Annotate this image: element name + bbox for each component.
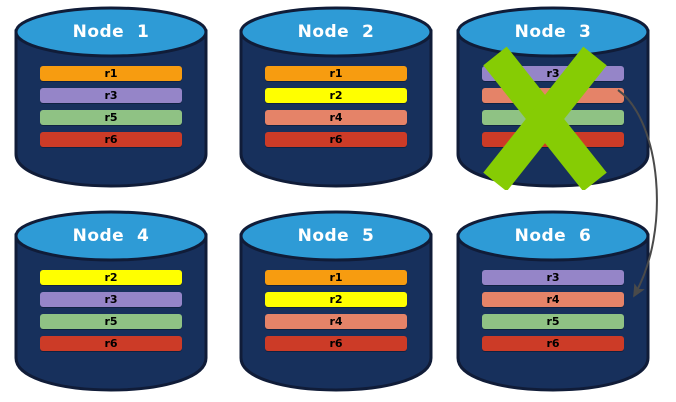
replica-bar-r1[interactable]: r1 — [265, 270, 407, 285]
replica-label: r6 — [104, 337, 118, 350]
replica-bar-r2[interactable]: r2 — [40, 270, 182, 285]
cylinder-top-ellipse — [14, 210, 208, 262]
replica-label: r6 — [546, 337, 560, 350]
replica-bar-r5[interactable]: r5 — [40, 314, 182, 329]
replica-bar-r4[interactable]: r4 — [482, 292, 624, 307]
replica-bar-r6[interactable]: r6 — [482, 336, 624, 351]
replica-label: r6 — [104, 133, 118, 146]
replica-list: r3 r4 r5 r6 — [482, 66, 624, 154]
replica-label: r5 — [104, 111, 118, 124]
replica-label: r5 — [546, 315, 560, 328]
replica-bar-r6[interactable]: r6 — [40, 132, 182, 147]
replica-label: r1 — [329, 67, 343, 80]
replica-bar-r3[interactable]: r3 — [40, 292, 182, 307]
replica-label: r5 — [546, 111, 560, 124]
replica-label: r4 — [546, 89, 560, 102]
replica-label: r3 — [546, 271, 560, 284]
replica-list: r1 r2 r4 r6 — [265, 270, 407, 358]
replica-bar-r1[interactable]: r1 — [40, 66, 182, 81]
replica-label: r6 — [329, 337, 343, 350]
replica-bar-r5[interactable]: r5 — [482, 110, 624, 125]
replica-label: r1 — [329, 271, 343, 284]
replica-label: r6 — [546, 133, 560, 146]
replica-label: r4 — [329, 315, 343, 328]
replica-bar-r6[interactable]: r6 — [40, 336, 182, 351]
cylinder-top-ellipse — [456, 210, 650, 262]
replica-bar-r3[interactable]: r3 — [40, 88, 182, 103]
replica-list: r3 r4 r5 r6 — [482, 270, 624, 358]
replica-label: r3 — [104, 293, 118, 306]
replica-bar-r3[interactable]: r3 — [482, 66, 624, 81]
replica-bar-r6[interactable]: r6 — [482, 132, 624, 147]
replica-label: r6 — [329, 133, 343, 146]
replica-label: r5 — [104, 315, 118, 328]
replica-bar-r2[interactable]: r2 — [265, 292, 407, 307]
replica-bar-r4[interactable]: r4 — [265, 314, 407, 329]
replica-label: r3 — [104, 89, 118, 102]
replica-label: r4 — [329, 111, 343, 124]
replica-list: r1 r3 r5 r6 — [40, 66, 182, 154]
replica-bar-r1[interactable]: r1 — [265, 66, 407, 81]
replica-bar-r2[interactable]: r2 — [265, 88, 407, 103]
cylinder-top-ellipse — [456, 6, 650, 58]
replica-bar-r6[interactable]: r6 — [265, 336, 407, 351]
replica-label: r2 — [329, 89, 343, 102]
replica-bar-r5[interactable]: r5 — [482, 314, 624, 329]
replica-bar-r6[interactable]: r6 — [265, 132, 407, 147]
replica-bar-r5[interactable]: r5 — [40, 110, 182, 125]
replica-bar-r4[interactable]: r4 — [482, 88, 624, 103]
cylinder-top-ellipse — [239, 6, 433, 58]
cylinder-top-ellipse — [239, 210, 433, 262]
replica-label: r2 — [329, 293, 343, 306]
replica-list: r2 r3 r5 r6 — [40, 270, 182, 358]
replica-bar-r3[interactable]: r3 — [482, 270, 624, 285]
replica-label: r4 — [546, 293, 560, 306]
replica-label: r2 — [104, 271, 118, 284]
replica-label: r1 — [104, 67, 118, 80]
replica-list: r1 r2 r4 r6 — [265, 66, 407, 154]
replica-bar-r4[interactable]: r4 — [265, 110, 407, 125]
cylinder-top-ellipse — [14, 6, 208, 58]
replica-label: r3 — [546, 67, 560, 80]
